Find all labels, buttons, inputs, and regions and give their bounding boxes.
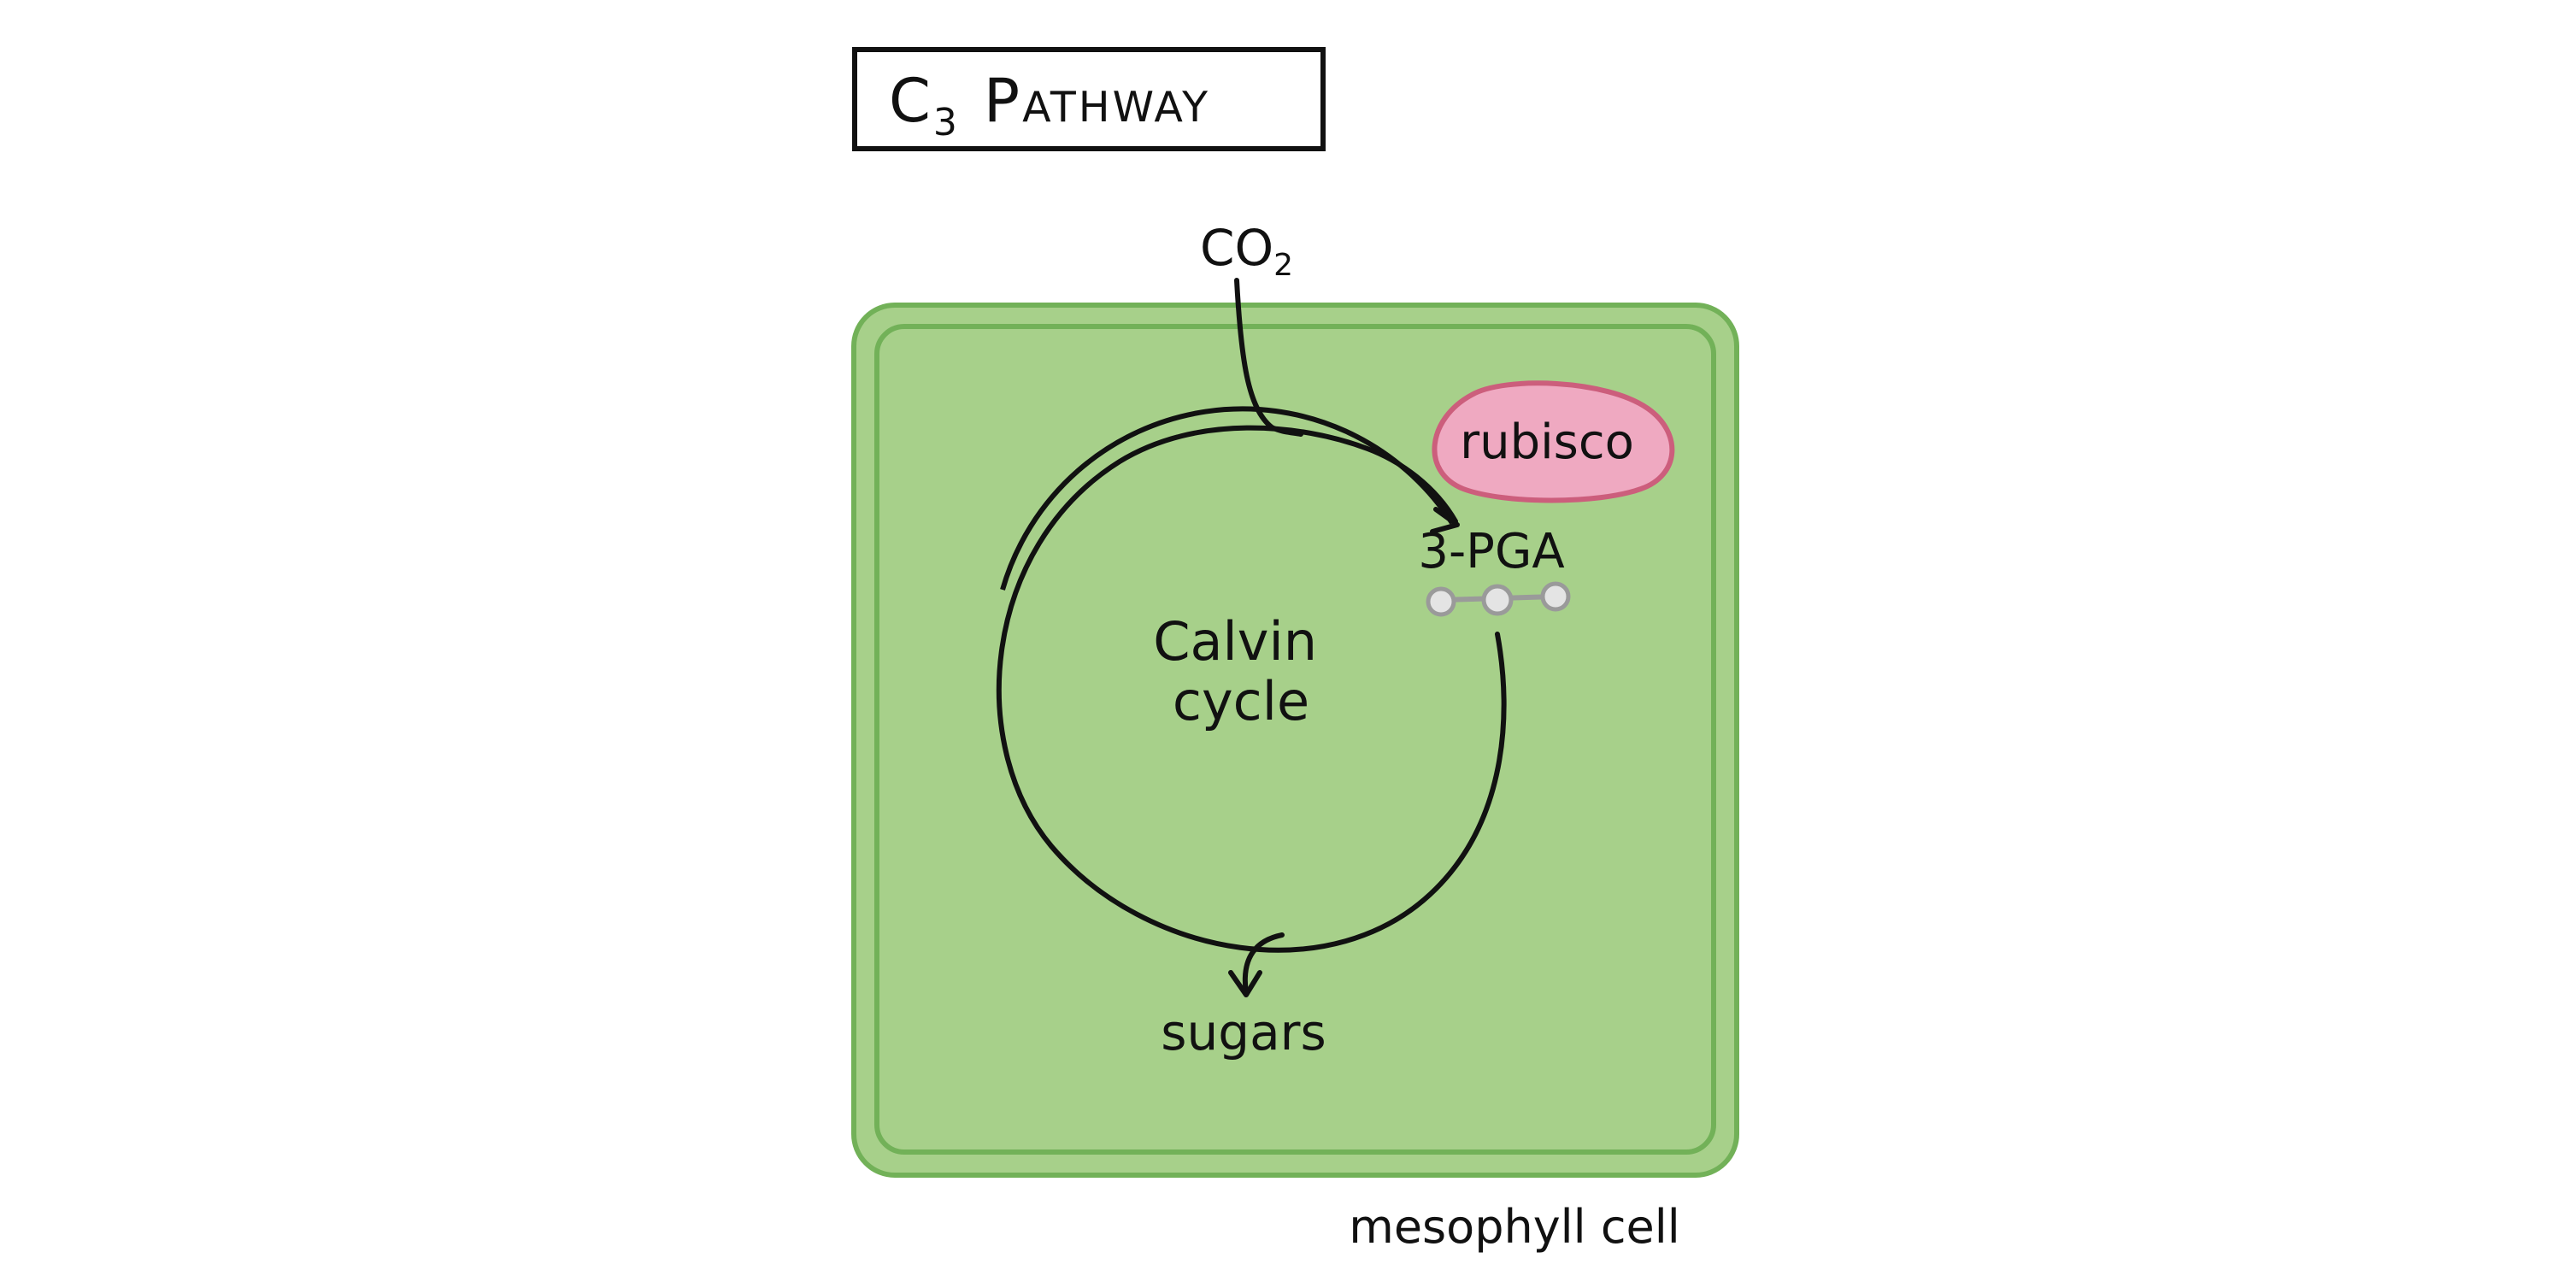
co2-main: CO xyxy=(1200,219,1273,277)
title-text: C3 Pathway xyxy=(889,66,1210,144)
calvin-cycle-loop xyxy=(996,425,1507,953)
title-subscript: 3 xyxy=(933,101,960,144)
cell-membrane xyxy=(874,324,1716,1155)
carbon-atom-1 xyxy=(1426,586,1456,617)
co2-subscript: 2 xyxy=(1273,248,1293,283)
mesophyll-cell-label: mesophyll cell xyxy=(1349,1200,1680,1254)
pga-label: 3-PGA xyxy=(1418,524,1564,579)
carbon-atom-2 xyxy=(1481,584,1514,616)
rubisco-label: rubisco xyxy=(1460,415,1634,470)
arrowhead-to-pga xyxy=(1430,507,1460,534)
title-c: C xyxy=(889,66,933,136)
title-frame xyxy=(852,47,1326,151)
co2-label: CO2 xyxy=(1200,219,1293,283)
title-box: C3 Pathway xyxy=(852,47,1326,151)
calvin-line2: cycle xyxy=(1173,670,1309,732)
three-carbon-chain-icon xyxy=(1426,581,1571,617)
calvin-cycle-label: Calvin cycle xyxy=(1153,610,1333,732)
rubisco-enzyme: rubisco xyxy=(1432,380,1675,503)
sugars-label: sugars xyxy=(1161,1003,1326,1061)
calvin-line1: Calvin xyxy=(1153,610,1317,673)
rubisco-shape xyxy=(1432,380,1675,503)
sugars-exit-line xyxy=(1242,932,1285,996)
carbon-atom-3 xyxy=(1540,581,1571,612)
title-rest: Pathway xyxy=(984,66,1210,136)
mesophyll-cell xyxy=(851,303,1739,1178)
cell-wall xyxy=(851,303,1739,1178)
sugars-arrowhead xyxy=(1228,970,1262,997)
